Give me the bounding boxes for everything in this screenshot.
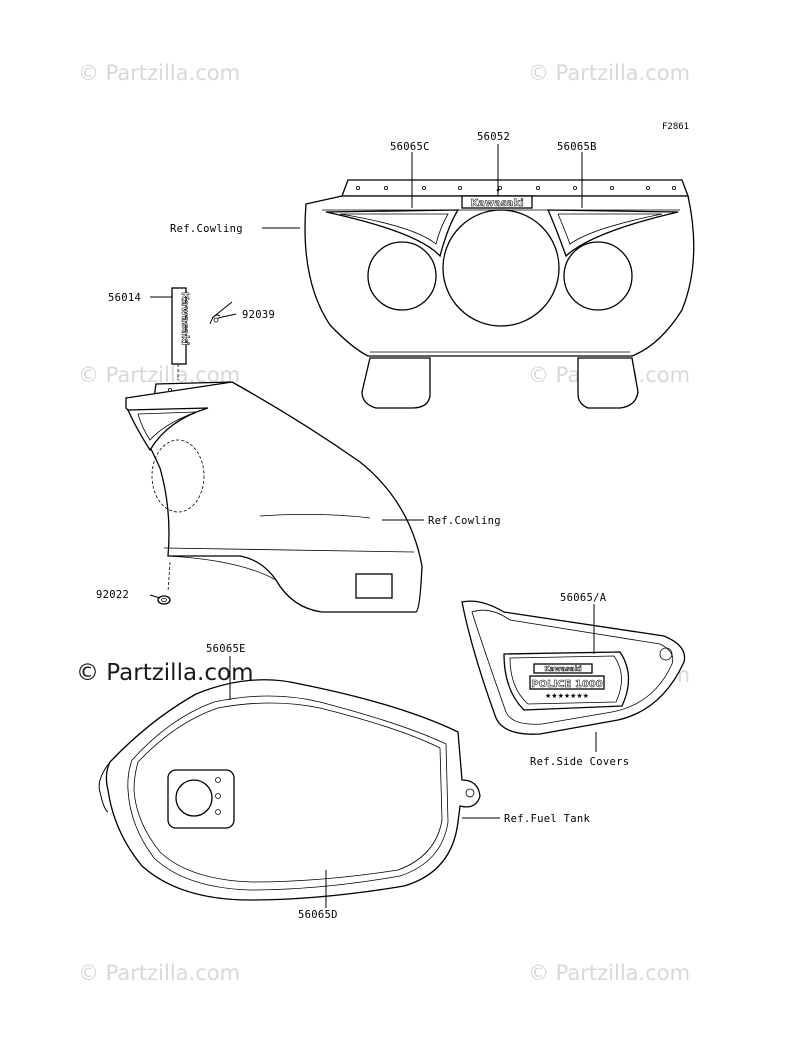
watermark-top-left: © Partzilla.com	[78, 61, 240, 85]
watermark-top-right: © Partzilla.com	[528, 61, 690, 85]
clip-92039	[209, 301, 233, 325]
callout-56065A: 56065/A	[560, 592, 607, 604]
side-cover: Kawasaki POLICE 1000 ★★★★★★★	[461, 600, 686, 735]
callout-92022: 92022	[96, 589, 129, 601]
grommet-92022	[157, 595, 171, 605]
callout-ref-cowling-top: Ref.Cowling	[170, 223, 243, 235]
callout-56052: 56052	[477, 131, 510, 143]
watermark-main: © Partzilla.com	[76, 660, 254, 686]
leader-lines	[149, 144, 597, 908]
watermark-bottom-left: © Partzilla.com	[78, 961, 240, 985]
callout-ref-fuel-tank: Ref.Fuel Tank	[504, 813, 590, 825]
side-cover-police-text: POLICE 1000	[531, 679, 602, 690]
front-cowling: Kawasaki	[304, 179, 695, 409]
vertical-kawasaki-decal: Kawasaki	[171, 287, 190, 365]
cowling-rivets	[355, 185, 677, 190]
callout-56065E: 56065E	[206, 643, 246, 655]
watermark-bottom-right: © Partzilla.com	[528, 961, 690, 985]
callout-labels: 56065C 56052 56065B Ref.Cowling 56014 92…	[96, 131, 629, 921]
callout-ref-cowling-mid: Ref.Cowling	[428, 515, 501, 527]
callout-56065C: 56065C	[390, 141, 430, 153]
callout-56014: 56014	[108, 292, 141, 304]
callout-ref-side-covers: Ref.Side Covers	[530, 756, 629, 768]
fuel-tank	[98, 679, 481, 901]
cowling-kawasaki-emblem: Kawasaki	[470, 198, 523, 209]
callout-56065D: 56065D	[298, 909, 338, 921]
callout-56065B: 56065B	[557, 141, 597, 153]
side-cover-brand-text: Kawasaki	[544, 665, 581, 673]
callout-92039: 92039	[242, 309, 275, 321]
side-cowling	[125, 381, 423, 613]
side-cover-stars: ★★★★★★★	[545, 692, 589, 700]
vertical-decal-text: Kawasaki	[179, 292, 190, 345]
figure-code: F2861	[662, 122, 689, 132]
